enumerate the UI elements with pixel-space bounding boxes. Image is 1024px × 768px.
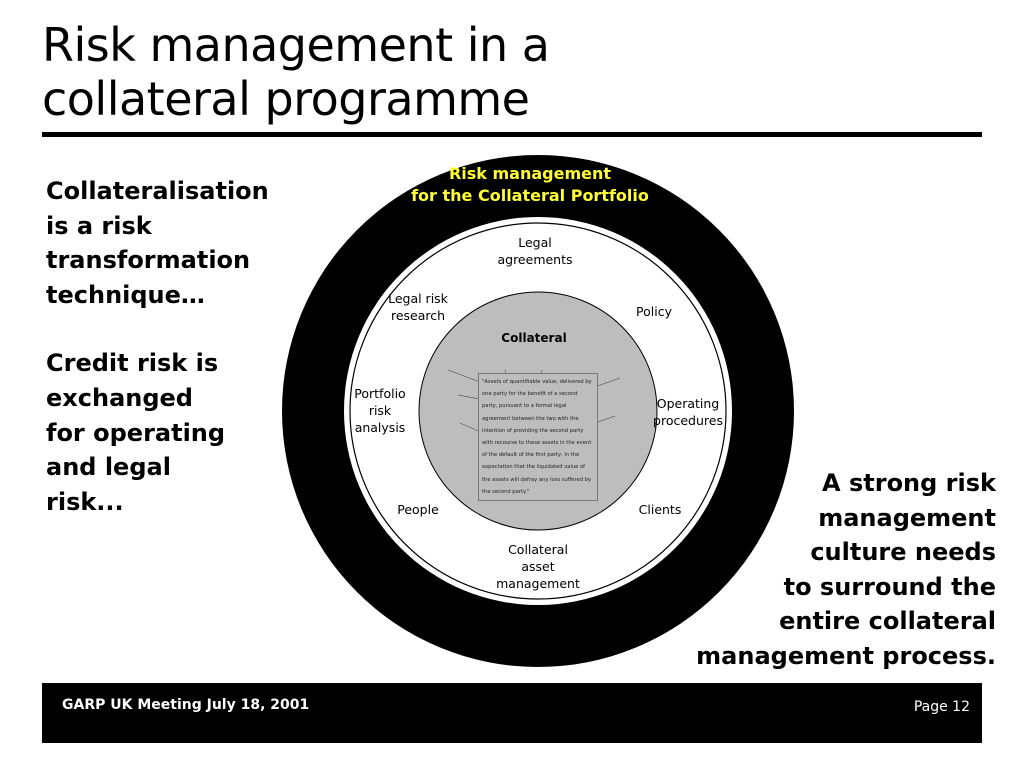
node-people: People xyxy=(397,501,439,518)
slide-title-line-1: Risk management in a xyxy=(42,18,550,72)
collateral-center-title: Collateral xyxy=(501,331,567,345)
node-collateral-asset-management: Collateral asset management xyxy=(496,541,580,592)
right-line: entire collateral xyxy=(779,607,996,636)
node-label: procedures xyxy=(653,413,723,428)
footer-bar: GARP UK Meeting July 18, 2001 Page 12 xyxy=(42,683,982,743)
node-label: Legal xyxy=(518,235,552,250)
footer-meeting-label: GARP UK Meeting July 18, 2001 xyxy=(62,697,310,713)
left-line: for operating xyxy=(46,418,226,447)
ring-label-line-2: for the Collateral Portfolio xyxy=(411,186,649,205)
right-line: management process. xyxy=(696,641,996,670)
node-portfolio-risk-analysis: Portfolio risk analysis xyxy=(354,385,405,436)
middle-ring-outline xyxy=(349,222,727,600)
slide-title-line-2: collateral programme xyxy=(42,72,530,126)
right-line: culture needs xyxy=(810,538,996,567)
collateral-definition-quote: "Assets of quantifiable value, delivered… xyxy=(478,373,598,502)
node-label: analysis xyxy=(354,420,406,435)
node-label: asset xyxy=(521,559,555,574)
left-line: Credit risk is xyxy=(46,349,219,378)
node-label: risk xyxy=(368,403,392,418)
node-label: agreements xyxy=(497,252,573,267)
ring-label-line-1: Risk management xyxy=(448,164,612,183)
node-label: Operating xyxy=(656,396,720,411)
node-label: Collateral xyxy=(508,542,568,557)
right-text-block: A strong risk management culture needs t… xyxy=(650,466,996,674)
title-underline xyxy=(42,132,982,137)
node-label: research xyxy=(390,308,446,323)
left-line: technique… xyxy=(46,280,205,309)
node-label: Policy xyxy=(636,304,672,319)
node-label: Portfolio xyxy=(354,386,406,401)
right-line: management xyxy=(818,503,996,532)
left-line: risk... xyxy=(46,487,124,516)
node-label: People xyxy=(397,502,439,517)
footer-page-number: Page 12 xyxy=(913,699,970,715)
left-text-block: Collateralisation is a risk transformati… xyxy=(46,174,296,519)
left-line: Collateralisation xyxy=(46,177,269,205)
node-label: management xyxy=(496,576,580,591)
risk-management-ring-label: Risk management for the Collateral Portf… xyxy=(380,163,680,207)
right-line: to surround the xyxy=(783,572,996,601)
node-label: Clients xyxy=(638,502,682,517)
left-line: and legal xyxy=(46,453,171,482)
node-operating-procedures: Operating procedures xyxy=(653,395,723,429)
left-line: transformation xyxy=(46,246,251,275)
node-label: Legal risk xyxy=(388,291,448,306)
slide-title: Risk management in a collateral programm… xyxy=(42,18,742,126)
node-clients: Clients xyxy=(639,501,682,518)
node-legal-risk-research: Legal risk research xyxy=(388,290,448,324)
node-policy: Policy xyxy=(636,303,672,320)
left-line: exchanged xyxy=(46,383,193,412)
node-legal-agreements: Legal agreements xyxy=(497,234,572,268)
left-line: is a risk xyxy=(46,211,152,240)
right-line: A strong risk xyxy=(822,469,996,497)
